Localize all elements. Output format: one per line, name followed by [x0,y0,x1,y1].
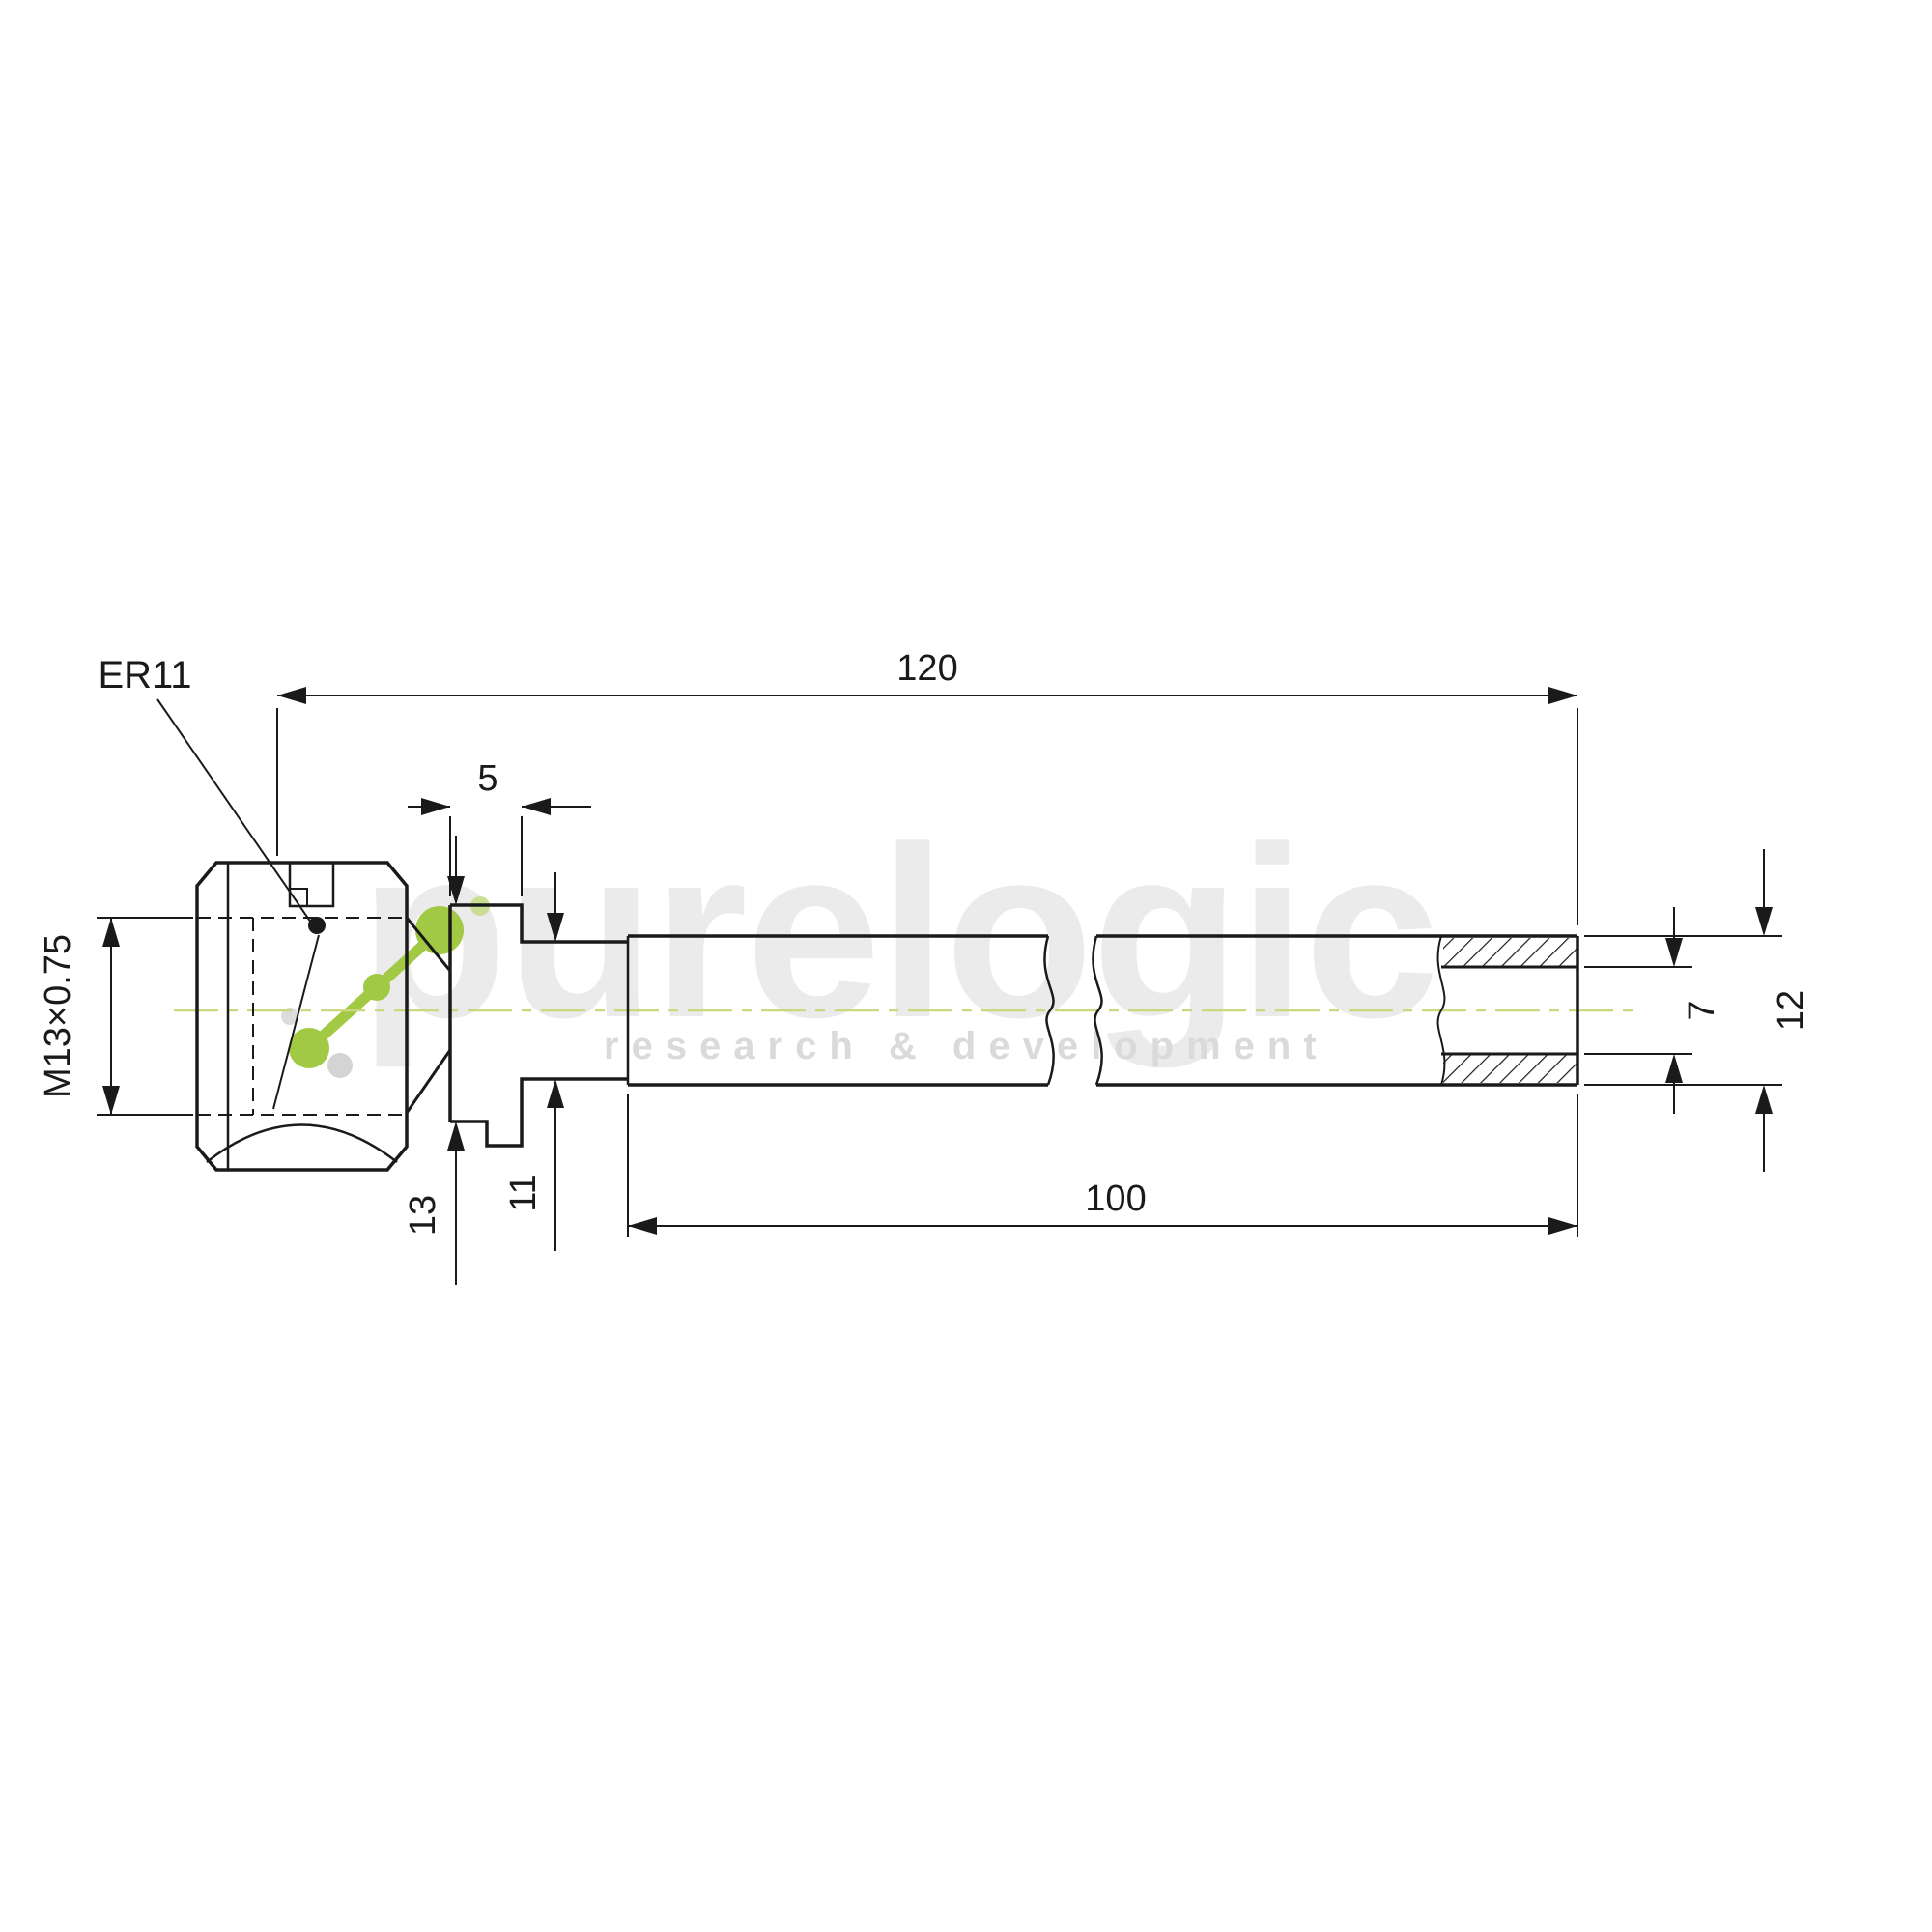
hatch-area-bottom [1443,1055,1577,1083]
collet-internal-line [272,934,320,1110]
flange-top-profile [450,903,628,944]
dim-5-text: 5 [477,758,497,799]
arrow-down-icon [1755,907,1773,936]
arrow-down-icon [1665,938,1683,967]
dim-nut-diameter: 13 [403,836,465,1285]
dim-7-text: 7 [1682,1000,1722,1020]
dim-bore-diameter: 7 [1584,907,1722,1114]
dim-neck-diameter: 11 [503,872,564,1251]
part-geometry [195,861,1579,1172]
thread-spec-text: M13×0.75 [38,934,78,1098]
arrow-up-icon [102,918,120,947]
dimensioning: 120 5 13 11 [38,648,1811,1285]
dim-flange-width: 5 [408,758,591,896]
arrow-down-icon [102,1086,120,1115]
hatch-area-top [1443,938,1577,966]
dim-100-text: 100 [1085,1179,1146,1219]
collet-cone-bottom [405,1049,452,1114]
flange-bottom-profile [450,1077,628,1148]
collet-nut-outline [195,861,409,1172]
nut-slot-step [290,888,308,906]
arrow-left-icon [628,1217,657,1235]
label-collet-type: ER11 [98,654,326,934]
arrow-right-icon [1548,687,1577,704]
dim-120-text: 120 [896,648,957,689]
arrow-left-icon [277,687,306,704]
dim-12-text: 12 [1771,990,1811,1031]
dim-13-text: 13 [403,1195,443,1236]
arrow-down-icon [447,876,465,905]
leader-dot-icon [308,917,326,934]
break-line-left [1043,935,1055,1086]
arrow-up-icon [1755,1085,1773,1114]
arrow-right-icon [421,798,450,815]
dim-thread-length: 100 [627,1094,1578,1237]
dim-thread-spec: M13×0.75 [38,917,193,1116]
arrow-up-icon [1665,1054,1683,1083]
collet-type-text: ER11 [98,654,191,696]
arrow-right-icon [1548,1217,1577,1235]
dim-shaft-diameter: 12 [1584,849,1811,1172]
nut-chamfer-arc [206,1123,398,1163]
break-line-right [1092,935,1103,1086]
dim-11-text: 11 [503,1174,544,1211]
arrow-up-icon [547,1079,564,1108]
watermark-brand-text: purelogic [359,797,1437,1068]
dim-overall-length: 120 [276,648,1578,925]
watermark: purelogic research & development [281,797,1439,1078]
nut-slot-detail [288,863,335,908]
collet-cone-top [405,917,452,972]
watermark-logo-molecule-icon [281,896,490,1078]
arrow-left-icon [522,798,551,815]
arrow-down-icon [547,913,564,942]
arrow-up-icon [447,1122,465,1151]
watermark-tagline-text: research & development [604,1025,1329,1067]
